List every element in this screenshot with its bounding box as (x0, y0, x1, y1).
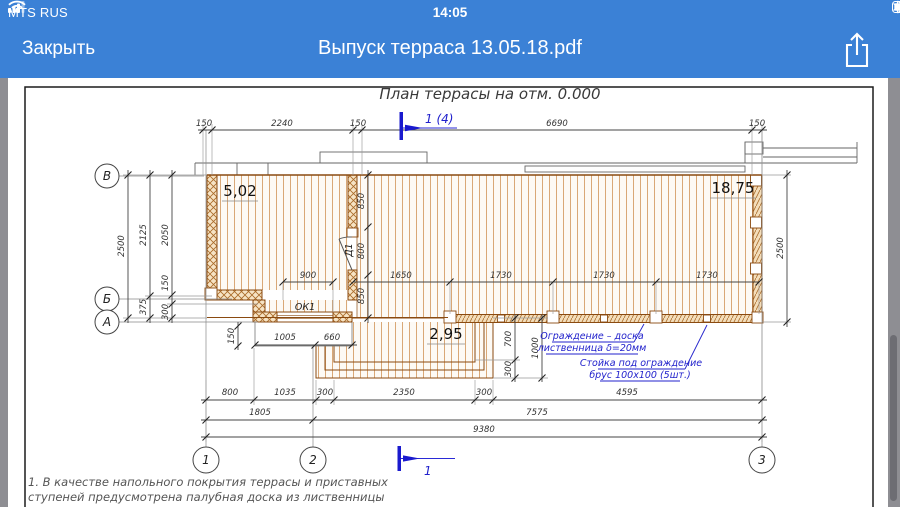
plan-title: План террасы на отм. 0.000 (379, 85, 600, 103)
dim-label: 1005 (274, 333, 296, 343)
door-jamb-post (346, 227, 359, 238)
grid-col-label: 1 (202, 453, 210, 467)
dim-label: 1730 (593, 271, 615, 281)
dim-label: 4595 (616, 388, 638, 398)
scrollbar-thumb[interactable] (890, 335, 897, 501)
dim-label: 700 (504, 331, 514, 347)
section-label: 1 (4) (425, 112, 453, 126)
dim-label: 1730 (696, 271, 718, 281)
dim-label: 300 (504, 361, 514, 377)
dim-label: 150 (227, 328, 237, 344)
door-d1 (338, 236, 353, 271)
grid-col-label: 3 (758, 453, 766, 467)
dim-label: 850 (357, 193, 367, 209)
annotation-text: лиственница δ=20мм (537, 343, 647, 354)
railing (443, 174, 764, 324)
document-title: Выпуск терраса 13.05.18.pdf (318, 37, 582, 59)
dim-label: 2050 (161, 224, 171, 246)
floor-plan-svg: План террасы на отм. 0.000 (24, 85, 874, 507)
wifi-icon (8, 0, 26, 13)
grid-axes: В Б А 1 2 3 (94, 130, 776, 474)
share-icon (845, 32, 869, 68)
section-label: 1 (424, 464, 432, 478)
close-button[interactable]: Закрыть (22, 38, 96, 59)
dim-label: 2125 (139, 224, 149, 246)
grid-row-label: А (102, 315, 111, 329)
dim-label: 1730 (490, 271, 512, 281)
terrace-edges (207, 174, 762, 318)
share-button[interactable] (840, 28, 874, 72)
dim-label: 660 (324, 333, 340, 343)
annotation-text: Ограждение – доска (540, 331, 644, 342)
note-line: 1. В качестве напольного покрытия террас… (28, 475, 388, 489)
dim-label: 2500 (776, 237, 786, 259)
dim-label: 1650 (390, 271, 412, 281)
witness-lines (123, 124, 791, 442)
house-outline (194, 141, 858, 176)
dimension-lines (127, 129, 788, 438)
dim-label: 150 (161, 275, 171, 291)
dim-label: 9380 (473, 425, 495, 435)
status-left-cluster: MTS RUS (8, 0, 68, 24)
room-labels: 5,02 18,75 2,95 ОК1 Д1 (222, 179, 756, 345)
footnotes: 1. В качестве напольного покрытия террас… (28, 475, 388, 504)
nav-bar: Закрыть Выпуск терраса 13.05.18.pdf (0, 24, 900, 78)
dim-label: 300 (476, 388, 492, 398)
dim-label: 900 (300, 271, 316, 281)
side-step (254, 321, 353, 347)
dim-label: 6690 (546, 119, 568, 129)
dim-label: 375 (139, 299, 149, 315)
dimension-labels: 150 2240 150 6690 150 2500 2125 375 2050… (117, 119, 786, 435)
battery-icon (892, 1, 900, 13)
dim-label: 1035 (274, 388, 296, 398)
window-tag: ОК1 (295, 302, 315, 313)
dim-label: 1805 (249, 408, 271, 418)
dim-label: 300 (161, 304, 171, 320)
pdf-viewer[interactable]: План террасы на отм. 0.000 (0, 78, 900, 507)
dim-label: 150 (350, 119, 366, 129)
dim-label: 2240 (271, 119, 293, 129)
dim-label: 150 (749, 119, 765, 129)
grid-row-label: Б (103, 292, 111, 306)
dim-label: 800 (357, 243, 367, 259)
wall-corner-post (204, 287, 218, 301)
area-label: 5,02 (223, 182, 256, 200)
dim-label: 7575 (526, 408, 548, 418)
dim-label: 150 (196, 119, 212, 129)
door-tag: Д1 (344, 243, 355, 257)
area-label: 18,75 (712, 179, 755, 197)
dim-label: 2500 (117, 235, 127, 257)
annotation-text: Стойка под ограждение (580, 358, 702, 369)
status-bar: MTS RUS 14:05 (0, 0, 900, 24)
dim-label: 800 (222, 388, 238, 398)
area-label: 2,95 (429, 325, 462, 343)
grid-row-label: В (103, 169, 111, 183)
note-line: ступеней предусмотрена палубная доска из… (28, 490, 384, 504)
annotations: Ограждение – доска лиственница δ=20мм Ст… (537, 323, 708, 382)
section-markers: 1 (4) 1 (397, 112, 457, 478)
annotation-text: брус 100х100 (5шт.) (589, 370, 690, 381)
terrace-decking (217, 175, 753, 378)
status-time: 14:05 (432, 4, 468, 20)
dim-label: 300 (317, 388, 333, 398)
dim-label: 2350 (393, 388, 415, 398)
grid-col-label: 2 (309, 453, 317, 467)
dim-label: 850 (357, 288, 367, 304)
drawing-frame (24, 86, 874, 507)
dim-label: 1000 (531, 337, 541, 359)
carrier-label: MTS RUS (8, 4, 68, 20)
